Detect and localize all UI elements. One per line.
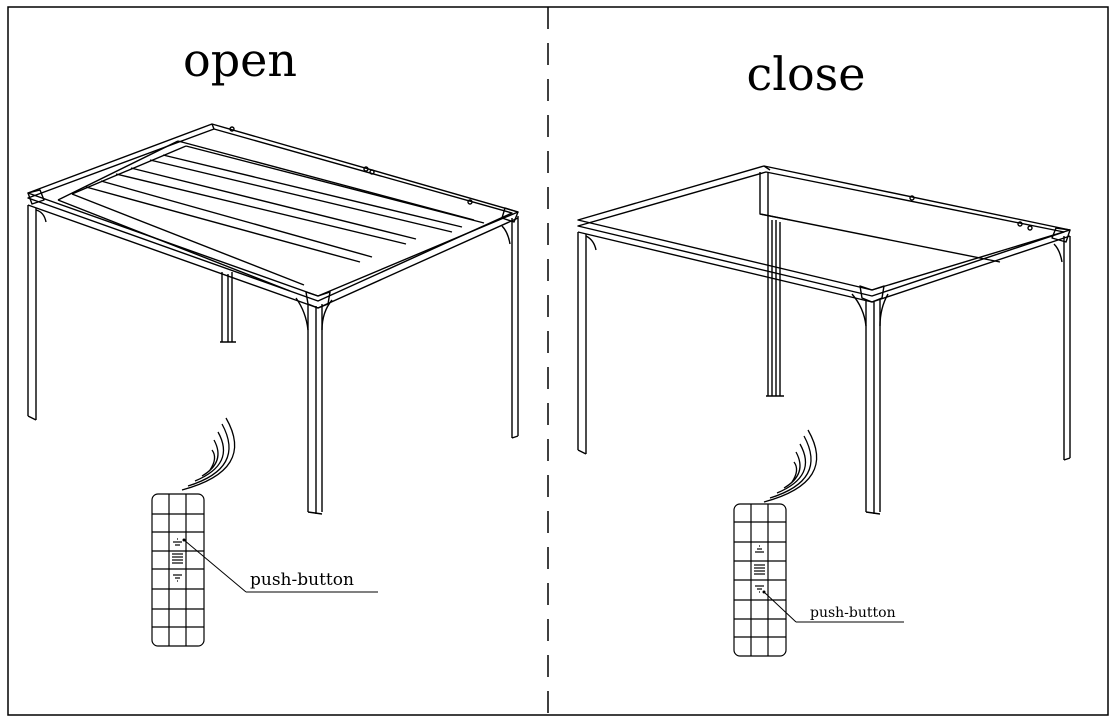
close-pergola [577,165,1071,515]
louver-slat [71,193,305,286]
louver-slat [85,186,361,263]
open-callout: push-button [182,538,378,593]
louver-slat [115,173,407,245]
open-push-button-label: push-button [250,570,354,590]
wireless-signal-icon [181,417,236,491]
louver-slat [57,140,179,201]
up-button-icon [173,538,182,546]
stop-button-icon [172,553,183,564]
remote-control-icon [733,503,787,657]
louver-slat [130,167,417,240]
wireless-signal-icon [763,429,818,503]
louver-slat [177,140,475,221]
louver-slat [100,180,373,258]
louver-slat [149,159,453,233]
up-button-icon [755,545,764,553]
open-title: open [183,33,297,87]
open-panel: open [27,33,519,647]
louver-slat [57,199,291,292]
open-pergola [27,123,519,515]
close-panel: close [577,47,1071,657]
remote-control-icon [151,493,205,647]
stacked-louvers [759,172,791,221]
outer-frame [7,6,1109,716]
down-button-icon [755,585,764,593]
down-button-icon [173,574,182,582]
louver-slat [185,145,485,224]
stop-button-icon [754,564,765,575]
close-push-button-label: push-button [810,605,896,621]
louver-slat [71,145,187,195]
louver-slat [162,154,463,228]
close-callout: push-button [762,590,904,623]
close-title: close [747,47,866,101]
